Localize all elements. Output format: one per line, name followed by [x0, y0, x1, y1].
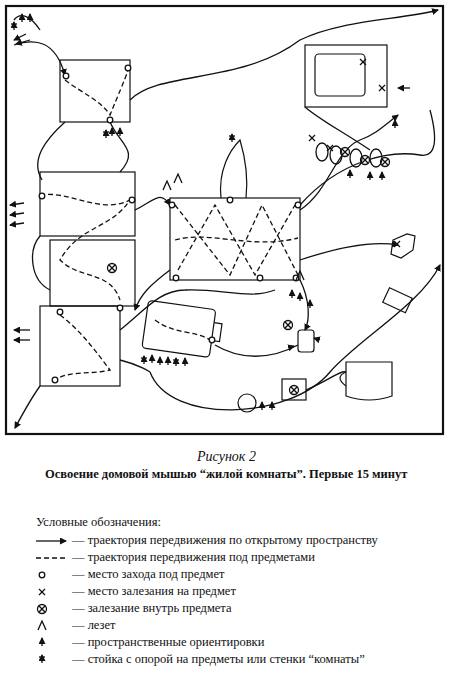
open-trajectory — [14, 10, 440, 428]
legend-text: — стойка с опорой на предметы или стенки… — [72, 652, 365, 667]
legend-text: — место захода под предмет — [72, 567, 224, 582]
legend-text: — залезание внутрь предмета — [72, 601, 232, 616]
climb-mark — [163, 174, 304, 280]
entry-mark — [39, 65, 301, 383]
inside-mark — [108, 148, 390, 395]
legend-text: — траектория передвижения под предметами — [72, 550, 315, 565]
legend-text: — пространственные ориентировки — [72, 635, 264, 650]
climb-on-mark — [309, 59, 400, 247]
furniture — [40, 45, 415, 412]
under-trajectory — [40, 70, 298, 380]
legend-text: — место залезания на предмет — [72, 584, 236, 599]
legend-heading: Условные обозначения: — [36, 515, 161, 530]
legend-sample — [36, 541, 66, 663]
orientation-arrow — [10, 14, 410, 410]
legend-text: — лезет — [72, 618, 116, 633]
stance-arrow — [11, 22, 235, 366]
figure-subtitle: Освоение домовой мышью “жилой комнаты”. … — [45, 467, 407, 482]
legend-text: — траектория передвижения по открытому п… — [72, 533, 378, 548]
room-wall — [6, 6, 443, 434]
figure-caption: Рисунок 2 — [197, 449, 256, 465]
loop-mark — [316, 143, 382, 167]
